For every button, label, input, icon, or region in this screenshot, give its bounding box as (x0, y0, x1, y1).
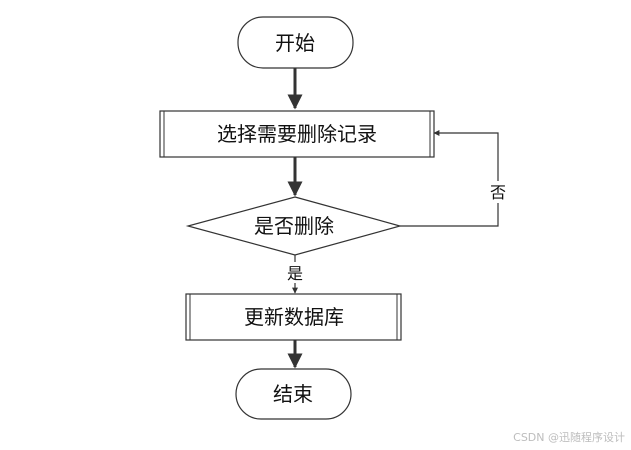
no-edge-label: 否 (490, 183, 506, 202)
yes-label-bg (284, 262, 306, 283)
select-process-inner-border (163, 110, 431, 158)
end-terminal (235, 368, 352, 420)
arrow-no-loop (400, 130, 499, 227)
update-label: 更新数据库 (244, 305, 344, 329)
select-process-box (159, 110, 435, 158)
yes-edge-label: 是 (287, 264, 303, 283)
decision-label: 是否删除 (254, 214, 334, 238)
select-label: 选择需要删除记录 (217, 122, 377, 146)
end-label: 结束 (273, 382, 313, 406)
start-label: 开始 (275, 31, 315, 55)
no-label-bg (487, 181, 509, 203)
watermark-text: CSDN @迅随程序设计 (513, 430, 625, 444)
